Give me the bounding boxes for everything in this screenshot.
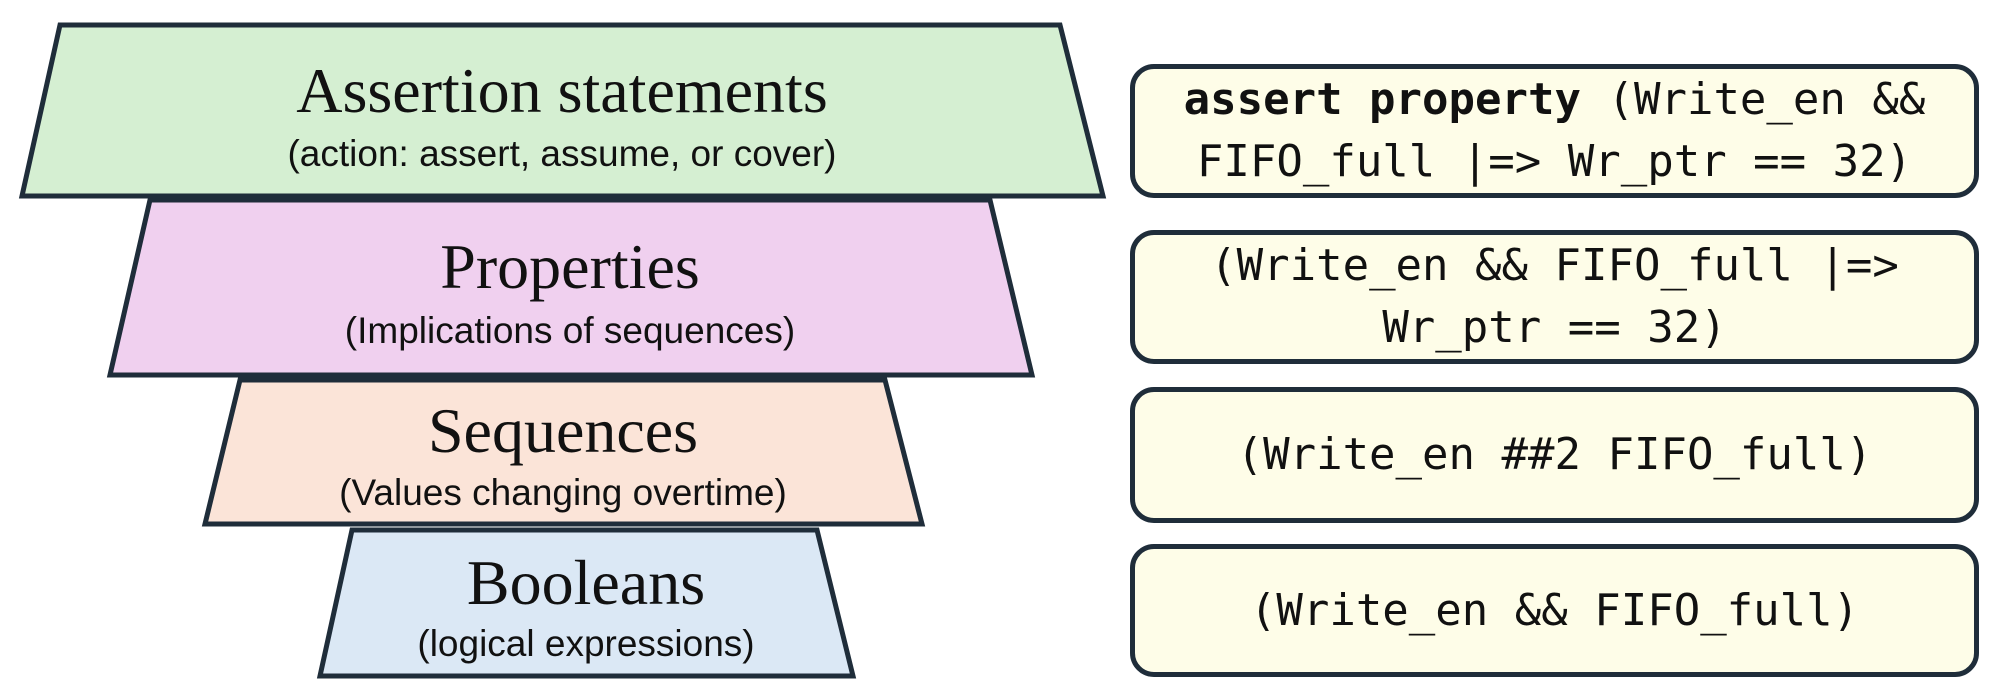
layer-subtitle: (action: assert, assume, or cover) xyxy=(287,133,836,174)
layer-shape xyxy=(18,22,1107,199)
layer-title: Properties xyxy=(440,231,700,302)
code-line: (Write_en && xyxy=(1607,74,1926,125)
layer-title: Assertion statements xyxy=(296,55,827,126)
example-boolean: (Write_en && FIFO_full) xyxy=(1130,544,1979,677)
layer-shape xyxy=(106,197,1036,378)
layer-shape xyxy=(201,377,926,527)
layer-properties: Properties (Implications of sequences) xyxy=(106,197,1036,378)
layer-subtitle: (Values changing overtime) xyxy=(339,472,787,513)
code-line: (Write_en ##2 FIFO_full) xyxy=(1236,429,1873,480)
layer-subtitle: (Implications of sequences) xyxy=(345,310,795,351)
code-line: (Write_en && FIFO_full) xyxy=(1249,584,1860,636)
layer-booleans: Booleans (logical expressions) xyxy=(316,527,857,679)
layer-assertion-statements: Assertion statements (action: assert, as… xyxy=(18,22,1107,199)
code-line: FIFO_full |=> Wr_ptr == 32) xyxy=(1196,136,1913,187)
layer-title: Booleans xyxy=(467,547,705,618)
code-line: Wr_ptr == 32) xyxy=(1382,302,1727,353)
layer-shape xyxy=(316,527,857,679)
layer-sequences: Sequences (Values changing overtime) xyxy=(201,377,926,527)
example-property: (Write_en && FIFO_full |=> Wr_ptr == 32) xyxy=(1130,230,1979,364)
layer-title: Sequences xyxy=(428,395,698,466)
example-assertion-statement: assert property (Write_en && FIFO_full |… xyxy=(1130,64,1979,198)
example-sequence: (Write_en ##2 FIFO_full) xyxy=(1130,387,1979,523)
layer-subtitle: (logical expressions) xyxy=(417,623,754,664)
code-line: (Write_en && FIFO_full |=> xyxy=(1210,240,1899,291)
assert-property-keyword: assert property xyxy=(1183,74,1581,125)
